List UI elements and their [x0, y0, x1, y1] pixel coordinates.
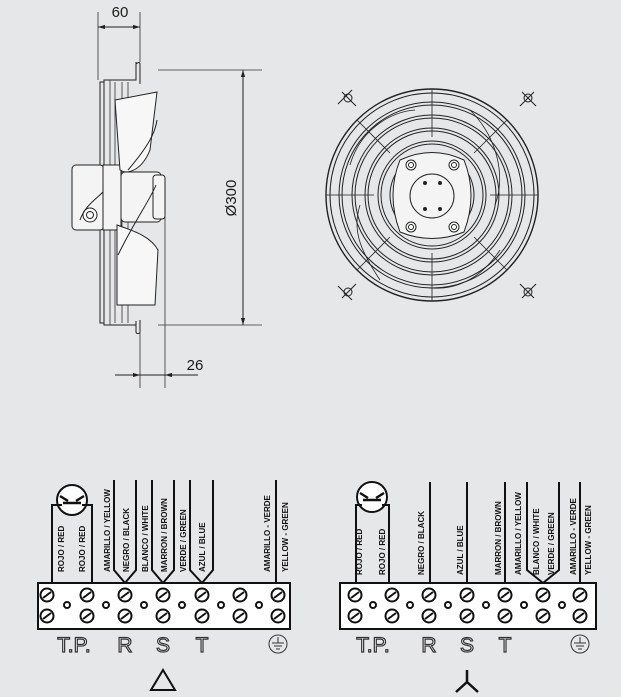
delta-wire-labels: ROJO / RED ROJO / RED AMARILLO / YELLOW …: [57, 489, 290, 572]
wire-label: AZUL / BLUE: [456, 525, 465, 575]
depth-dimension: 60: [97, 4, 141, 80]
ground-icon: [570, 634, 590, 654]
wire-label: ROJO / RED: [378, 529, 387, 575]
thermal-protector: [355, 481, 390, 583]
wire-label: ROJO / RED: [57, 526, 66, 572]
terminal-label-tp: T.P.: [57, 634, 90, 657]
wire-label: AMARILLO - VERDE: [263, 494, 272, 572]
guard-grille: [325, 88, 539, 302]
wire-label: MARRON / BROWN: [160, 498, 169, 572]
wire-label: YELLOW - GREEN: [584, 505, 593, 575]
wire-label: VERDE / GREEN: [179, 509, 188, 572]
terminal-label-r: R: [421, 634, 436, 657]
wire-label: AMARILLO - VERDE: [569, 497, 578, 575]
terminal-label-t: T: [196, 634, 209, 657]
wire-label: AMARILLO / YELLOW: [514, 492, 523, 575]
terminal-block: [339, 582, 597, 630]
star-symbol-icon: [455, 670, 479, 693]
terminal-label-tp: T.P.: [356, 634, 389, 657]
wire-label: MARRON / BROWN: [494, 501, 503, 575]
terminal-label-s: S: [156, 634, 170, 657]
wire-label: BLANCO / WHITE: [532, 508, 541, 575]
wire-label: AZUL / BLUE: [198, 522, 207, 572]
mounting-brackets: [337, 89, 537, 301]
star-wire-labels: ROJO / RED ROJO / RED NEGRO / BLACK AZUL…: [355, 492, 593, 575]
wire-label: YELLOW - GREEN: [281, 502, 290, 572]
diameter-label: Ø300: [223, 180, 240, 217]
wire-label: NEGRO / BLACK: [417, 511, 426, 575]
wire-label: ROJO / RED: [78, 526, 87, 572]
wire-label: ROJO / RED: [355, 529, 364, 575]
diameter-dimension: Ø300: [158, 69, 262, 326]
thermal-protector: [51, 484, 93, 583]
wire-label: VERDE / GREEN: [547, 512, 556, 575]
wire-label: NEGRO / BLACK: [122, 508, 131, 572]
depth-label: 60: [112, 4, 129, 21]
terminal-label-r: R: [117, 634, 132, 657]
delta-symbol-icon: [149, 668, 177, 691]
offset-dimension: 26: [115, 215, 203, 388]
ground-icon: [268, 634, 288, 654]
wire-label: BLANCO / WHITE: [141, 505, 150, 572]
terminal-label-t: T: [499, 634, 512, 657]
wire-label: AMARILLO / YELLOW: [103, 489, 112, 572]
terminal-block: [37, 582, 291, 630]
star-wiring-diagram: ROJO / RED ROJO / RED NEGRO / BLACK AZUL…: [339, 481, 597, 693]
delta-wiring-diagram: ROJO / RED ROJO / RED AMARILLO / YELLOW …: [37, 480, 291, 691]
terminal-label-s: S: [460, 634, 474, 657]
offset-label: 26: [187, 357, 204, 374]
fan-front-view: [325, 88, 539, 302]
fan-side-view: 60 Ø300: [71, 4, 262, 388]
motor-hub: [392, 152, 472, 239]
